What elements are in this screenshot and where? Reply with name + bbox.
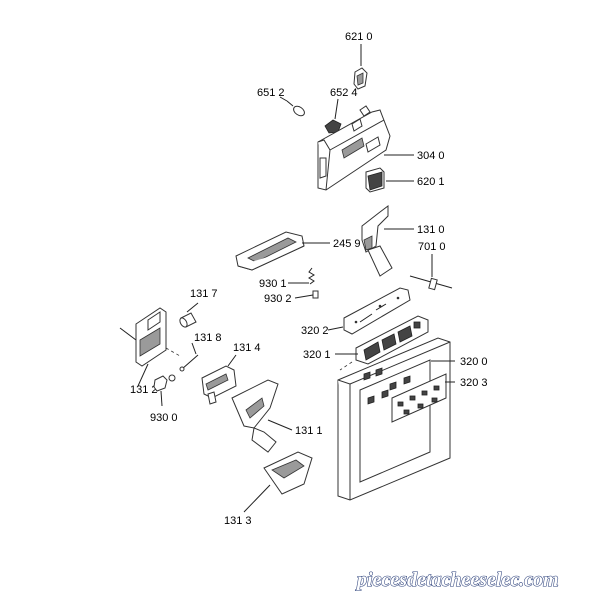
label-2459: 245 9 (333, 238, 361, 250)
label-9300: 930 0 (150, 412, 178, 424)
part-6210 (353, 67, 368, 90)
part-3202 (343, 287, 411, 335)
part-6512 (286, 100, 305, 117)
part-9302 (312, 290, 319, 299)
label-7010: 701 0 (418, 241, 446, 253)
part-7010 (409, 275, 453, 291)
label-6210: 621 0 (345, 31, 373, 43)
label-6512: 651 2 (257, 87, 285, 99)
label-3201: 320 1 (303, 349, 331, 361)
leader-1313 (243, 484, 271, 513)
label-1314: 131 4 (233, 342, 261, 354)
leader-1317 (186, 302, 199, 313)
leader-1318 (191, 342, 197, 355)
label-9301: 930 1 (259, 278, 287, 290)
leader-6524 (334, 98, 339, 120)
leader-1311 (267, 419, 293, 431)
part-6524 (324, 119, 342, 134)
leader-9300 (160, 390, 163, 407)
leader-1314 (227, 354, 237, 367)
part-3040 (317, 105, 391, 191)
part-6201 (365, 167, 385, 193)
label-3203: 320 3 (460, 377, 488, 389)
leader-1312 (137, 363, 149, 387)
label-3040: 304 0 (417, 150, 445, 162)
label-1311: 131 1 (295, 425, 323, 437)
label-9302: 930 2 (264, 293, 292, 305)
label-1312: 131 2 (130, 384, 158, 396)
part-1312 (119, 307, 181, 367)
leader-3202 (327, 326, 344, 331)
part-3203 (391, 373, 447, 423)
part-2459 (235, 231, 305, 271)
label-1318: 131 8 (194, 332, 222, 344)
part-1311 (231, 379, 279, 453)
label-1313: 131 3 (224, 515, 252, 527)
part-3201 (339, 315, 429, 371)
part-9300 (153, 374, 176, 392)
part-1313 (263, 451, 313, 495)
part-1317 (179, 312, 197, 328)
watermark-text: piecesdetacheeselec.com (355, 569, 559, 591)
label-1317: 131 7 (190, 288, 218, 300)
leader-6512 (279, 96, 288, 102)
label-3202: 320 2 (301, 325, 329, 337)
part-9301 (308, 267, 315, 285)
leader-9302 (294, 294, 314, 299)
label-1310: 131 0 (417, 224, 445, 236)
label-6524: 652 4 (330, 87, 358, 99)
label-6201: 620 1 (417, 176, 445, 188)
part-1314 (201, 365, 237, 405)
label-3200: 320 0 (460, 356, 488, 368)
part-1318 (179, 354, 199, 372)
part-1310 (361, 205, 393, 277)
